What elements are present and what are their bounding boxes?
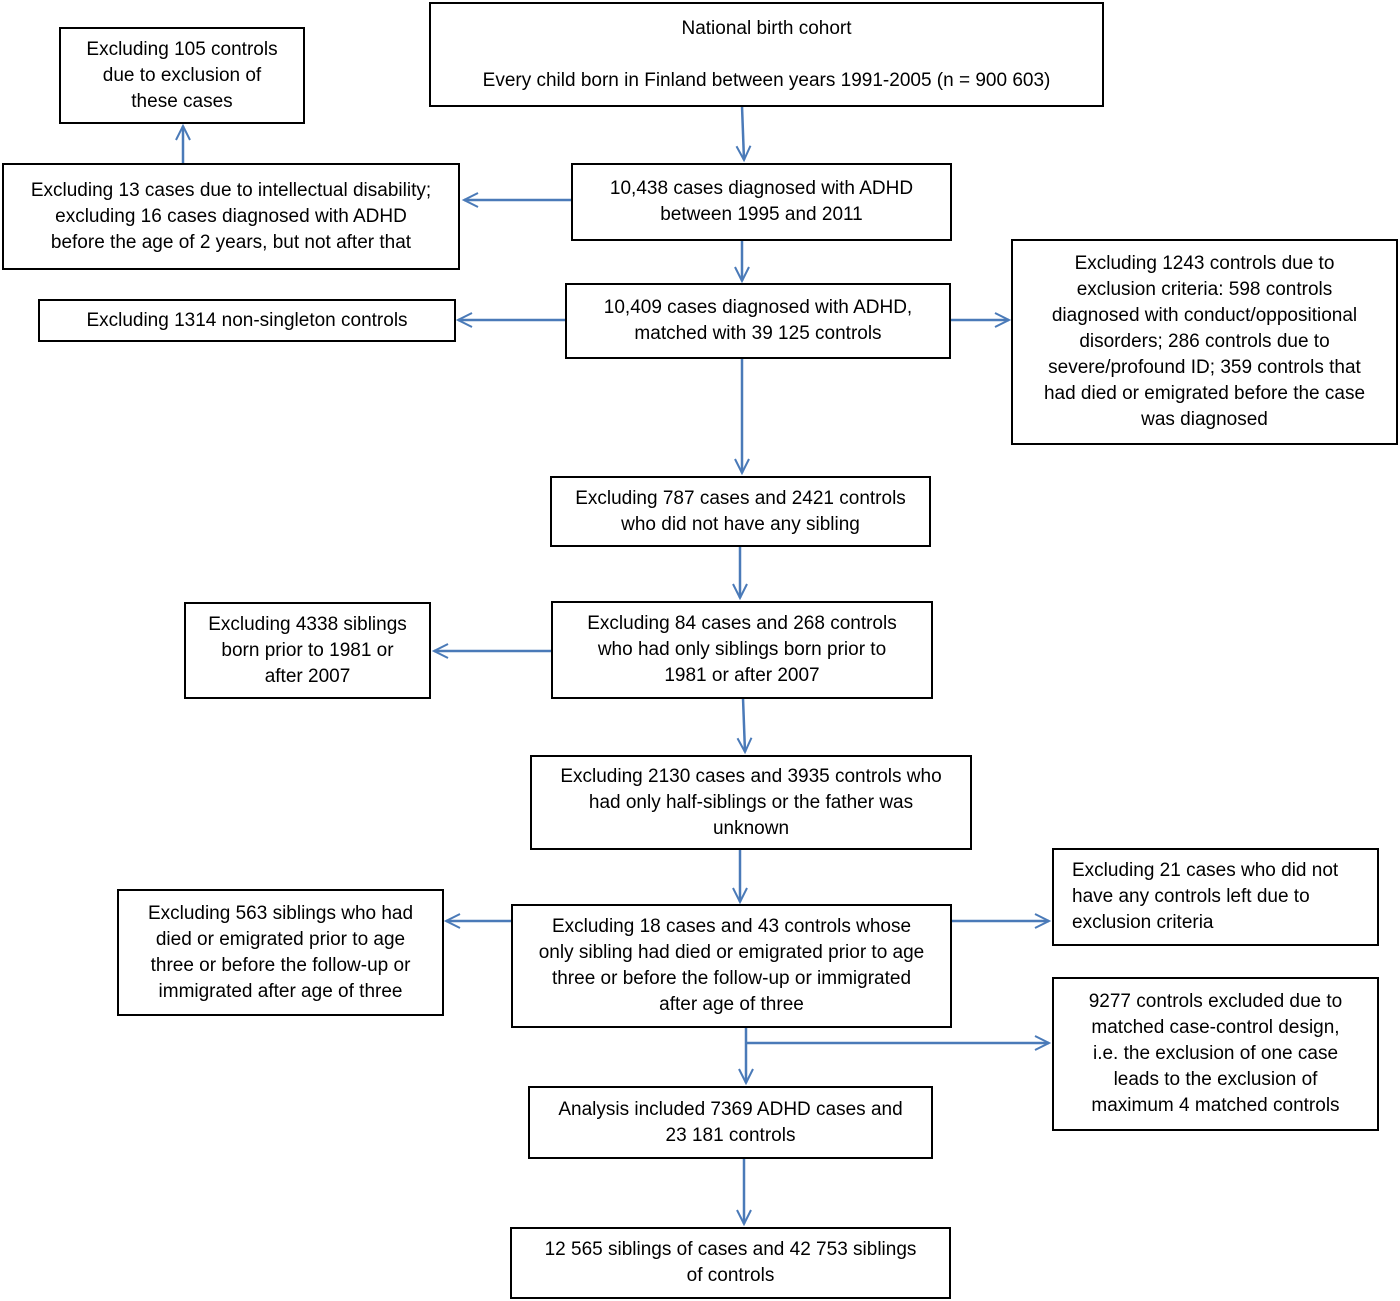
analysis-box: Analysis included 7369 ADHD cases and 23…	[528, 1086, 933, 1159]
exclusion-1243-text: Excluding 1243 controls due to exclusion…	[1043, 253, 1366, 430]
exclusion-84-text: Excluding 84 cases and 268 controls who …	[587, 613, 897, 686]
arrow-84-to-2130	[736, 697, 753, 755]
exclusion-4338-text: Excluding 4338 siblings born prior to 19…	[208, 613, 407, 687]
exclusion-84-box: Excluding 84 cases and 268 controls who …	[551, 601, 933, 699]
exclusion-21-box: Excluding 21 cases who did not have any …	[1052, 848, 1379, 946]
exclusion-18-text: Excluding 18 cases and 43 controls whose…	[538, 916, 925, 1015]
exclusion-13-16-box: Excluding 13 cases due to intellectual d…	[2, 163, 460, 270]
cohort-text: National birth cohort Every child born i…	[482, 17, 1051, 91]
exclusion-2130-box: Excluding 2130 cases and 3935 controls w…	[530, 755, 972, 850]
exclusion-21-text: Excluding 21 cases who did not have any …	[1072, 860, 1339, 933]
exclusion-563-text: Excluding 563 siblings who had died or e…	[147, 902, 414, 1002]
cases-10438-box: 10,438 cases diagnosed with ADHD between…	[571, 163, 952, 241]
exclusion-1314-text: Excluding 1314 non-singleton controls	[86, 309, 408, 331]
exclusion-787-box: Excluding 787 cases and 2421 controls wh…	[550, 476, 931, 547]
analysis-text: Analysis included 7369 ADHD cases and 23…	[558, 1098, 903, 1146]
cases-10438-text: 10,438 cases diagnosed with ADHD between…	[609, 178, 914, 225]
exclusion-4338-box: Excluding 4338 siblings born prior to 19…	[184, 602, 431, 699]
siblings-text: 12 565 siblings of cases and 42 753 sibl…	[544, 1239, 917, 1286]
exclusion-105-text: Excluding 105 controls due to exclusion …	[86, 38, 278, 112]
exclusion-2130-text: Excluding 2130 cases and 3935 controls w…	[560, 765, 942, 839]
exclusion-1314-box: Excluding 1314 non-singleton controls	[38, 299, 456, 342]
cases-10409-text: 10,409 cases diagnosed with ADHD, matche…	[603, 297, 913, 344]
exclusion-9277-text: 9277 controls excluded due to matched ca…	[1088, 991, 1343, 1116]
exclusion-18-box: Excluding 18 cases and 43 controls whose…	[511, 904, 952, 1028]
exclusion-787-text: Excluding 787 cases and 2421 controls wh…	[575, 487, 906, 535]
cohort-box: National birth cohort Every child born i…	[429, 2, 1104, 107]
siblings-box: 12 565 siblings of cases and 42 753 sibl…	[510, 1227, 951, 1299]
exclusion-13-16-text: Excluding 13 cases due to intellectual d…	[30, 179, 432, 253]
arrow-cohort-to-10438	[735, 105, 752, 163]
exclusion-9277-box: 9277 controls excluded due to matched ca…	[1052, 977, 1379, 1131]
exclusion-1243-box: Excluding 1243 controls due to exclusion…	[1011, 239, 1398, 445]
exclusion-563-box: Excluding 563 siblings who had died or e…	[117, 889, 444, 1016]
exclusion-105-box: Excluding 105 controls due to exclusion …	[59, 27, 305, 124]
cases-10409-box: 10,409 cases diagnosed with ADHD, matche…	[565, 283, 951, 359]
